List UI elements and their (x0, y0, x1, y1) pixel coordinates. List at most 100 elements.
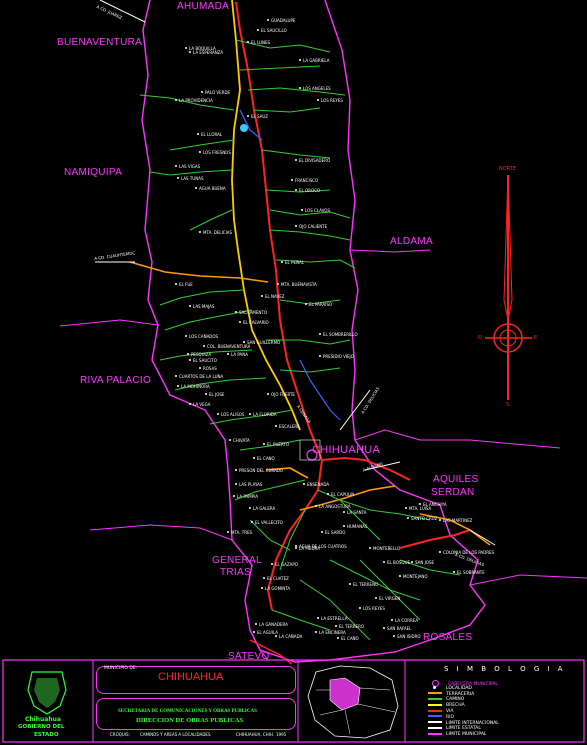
boundary-line (59, 319, 159, 327)
locality-dot (261, 295, 263, 297)
locality-dot (275, 425, 277, 427)
locality-label: PALO VERDE (205, 90, 231, 95)
locality-label: EL SAUCILLO (261, 28, 287, 33)
muni-rosales: ROSALES (423, 632, 473, 643)
locality-label: LAS MAJAS (193, 304, 215, 309)
locality-label: LAS VIGAS (179, 164, 201, 169)
west-label: O (478, 335, 482, 341)
locality-label: EL NAVEZ (265, 294, 285, 299)
legend-item: BRECHA (428, 703, 465, 708)
locality-dot (189, 51, 191, 53)
north-compass (485, 174, 532, 400)
locality-label: LOS CAÑADOS (189, 334, 219, 339)
locality-label: SACRAMENTO (239, 310, 267, 315)
boundary-line (354, 429, 561, 449)
locality-label: EL SOMBRERILLO (323, 332, 358, 337)
government-logo (27, 671, 67, 715)
locality-label: MTA. TRES (231, 530, 253, 535)
locality-dot (319, 333, 321, 335)
locality-dot (343, 511, 345, 513)
locality-dot (281, 261, 283, 263)
locality-dot (255, 623, 257, 625)
locality-label: LA PANA (231, 352, 248, 357)
locality-label: LA CORREA (395, 618, 419, 623)
locality-label: LA VEGA (193, 402, 211, 407)
locality-dot (295, 225, 297, 227)
locality-dot (203, 345, 205, 347)
locality-label: LA FLORIDA (253, 412, 277, 417)
legend-label: TERRACERIA (446, 691, 475, 697)
locality-dot (267, 19, 269, 21)
locality-dot (253, 631, 255, 633)
legend-swatch (428, 732, 442, 735)
locality-dot (277, 283, 279, 285)
locality-label: LA PROVIDENCIA (179, 98, 213, 103)
locality-dot (319, 355, 321, 357)
locality-dot (187, 353, 189, 355)
locality-label: LOS CLAVOS (305, 208, 330, 213)
boundary-line (469, 574, 587, 586)
locality-label: EL VALLECITO (255, 520, 283, 525)
locality-label: LOS FRESNOS (203, 150, 231, 155)
locality-dot (253, 457, 255, 459)
locality-dot (337, 637, 339, 639)
locality-dot (349, 583, 351, 585)
locality-label: EL CUATEZ (267, 576, 289, 581)
locality-dot (257, 29, 259, 31)
locality-dot (343, 525, 345, 527)
footer-ciudad: CHIHUAHUA, CHIH. (236, 732, 275, 737)
locality-label: PRESIDIO VIEJO (323, 354, 354, 359)
locality-dot (315, 505, 317, 507)
locality-label: EL SARDO (325, 530, 346, 535)
locality-dot (247, 115, 249, 117)
locality-dot (271, 563, 273, 565)
locality-dot (369, 547, 371, 549)
municipio-label: MUNICIPIO DE: (104, 666, 138, 671)
north-label: NORTE (499, 166, 516, 172)
legend-swatch (428, 726, 442, 729)
legend-item: LIMITE ESTATAL (428, 726, 481, 731)
location-minimap (307, 665, 399, 739)
legend-label: LOCALIDAD (446, 685, 472, 691)
muni-ahumada: AHUMADA (177, 1, 230, 12)
locality-label: ROSAS (203, 366, 217, 371)
legend-item: VIA (428, 709, 453, 714)
locality-label: LA BOQUILLA (189, 46, 216, 51)
locality-label: PRESON DEL CURADO (239, 468, 284, 473)
locality-label: CUARTOS DE LA LUNA (179, 374, 224, 379)
locality-label: EL PEÑAL (285, 260, 304, 265)
locality-dot (235, 483, 237, 485)
legend-item: LIMITE INTERNACIONAL (428, 721, 499, 726)
locality-label: LA ESTRELLA (321, 616, 348, 621)
locality-dot (175, 165, 177, 167)
legend-label: LIMITE ESTATAL (446, 726, 481, 732)
locality-label: LA CAÑADA (279, 634, 303, 639)
locality-dot (175, 99, 177, 101)
locality-label: GUADALUPE (271, 18, 296, 23)
locality-dot (263, 443, 265, 445)
legend-item: LIMITE MUNICIPAL (428, 732, 486, 737)
locality-dot (291, 179, 293, 181)
locality-dot (305, 303, 307, 305)
locality-label: EL CALVARIO (243, 320, 269, 325)
locality-dot (227, 531, 229, 533)
boundary-line (89, 524, 233, 541)
locality-dot (197, 133, 199, 135)
locality-dot (185, 47, 187, 49)
muni-riva-palacio: RIVA PALACIO (80, 375, 152, 386)
legend-item: CAMINO (428, 697, 464, 702)
legend-swatch (428, 715, 442, 718)
locality-label: FRANCISCO (295, 178, 319, 183)
main-road (231, 0, 301, 431)
locality-dot (303, 483, 305, 485)
highway-east (321, 456, 411, 481)
locality-dot (243, 341, 245, 343)
locality-dot (439, 519, 441, 521)
locality-label: LA ENCINERA (319, 630, 346, 635)
legend-item: RIO (428, 715, 454, 720)
locality-dot (235, 311, 237, 313)
locality-label: EL GAZAPO (275, 562, 298, 567)
locality-dot (399, 575, 401, 577)
locality-dot (327, 493, 329, 495)
